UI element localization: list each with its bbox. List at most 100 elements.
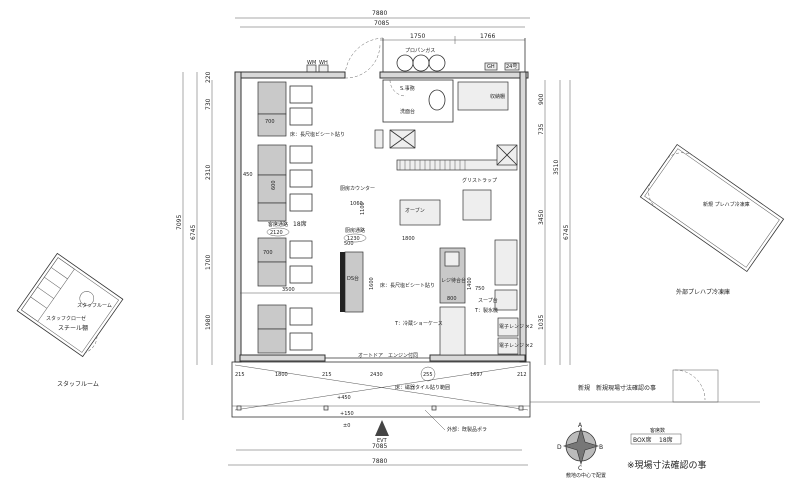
dim-register-1400: 1400 — [467, 277, 473, 290]
dim-booth-450: 450 — [243, 172, 253, 178]
register-label: レジ待合台 — [441, 277, 466, 284]
dim-right-total: 6745 — [563, 225, 570, 240]
dim-1100: 1100 — [360, 202, 366, 215]
compass-caption: 敷地の中心で配置 — [566, 472, 606, 479]
height-150: +150 — [340, 411, 354, 417]
dim-1060: 1060 — [350, 201, 363, 207]
utility-area: プロパンガス GH 24号 WM WH — [306, 37, 526, 76]
new-note: 新規 新規現場寸法確認の事 — [578, 384, 656, 392]
steel-shelf-label: スチール棚 — [58, 324, 88, 332]
kitchen-aisle-label: 厨房通路 — [345, 227, 365, 234]
dim-bottom-outer: 7880 — [372, 458, 387, 465]
dim-bottom-215a: 215 — [235, 372, 245, 378]
dim-bottom-215b: 215 — [322, 372, 332, 378]
seat-count-label: 18席 — [293, 220, 307, 228]
staff-room-label: スタッフルーム — [77, 302, 112, 309]
dim-bottom-2430: 2430 — [370, 372, 383, 378]
dim-top-outer: 7880 — [372, 10, 387, 17]
gh-label: GH — [487, 64, 495, 70]
grease-trap-label: グリストラップ — [462, 177, 497, 184]
dim-left-220: 220 — [205, 71, 212, 83]
register-area: レジ待合台 1400 800 T：冷蔵ショーケース 750 スープ台 T：製氷機… — [394, 247, 533, 356]
dim-right-900: 900 — [538, 93, 545, 105]
height-0: ±0 — [343, 423, 350, 429]
prefab-inner-label: 新規 プレハブ冷凍庫 — [703, 201, 750, 208]
dim-register-800: 800 — [447, 296, 457, 302]
dim-bottom-inner: 7085 — [372, 443, 387, 450]
entrance-label: EVT — [377, 438, 388, 444]
compass-star-icon — [562, 426, 600, 466]
exterior-label: 外部：既製品ポラ — [447, 426, 487, 433]
ds-counter: DS台 500 1600 床：長尺塩ビシート貼り 厨房通路 1230 — [340, 227, 435, 313]
dim-bottom-212: 212 — [517, 372, 527, 378]
dim-bottom-255: 255 — [423, 372, 433, 378]
boiler-label: 24号 — [506, 64, 517, 70]
seats-type: BOX席 — [633, 436, 651, 444]
compass-b: B — [599, 444, 603, 451]
dim-bottom-1800: 1800 — [275, 372, 288, 378]
left-dimensions: 7095 6745 220 730 2310 1700 1980 — [176, 71, 213, 420]
propane-tank — [428, 54, 446, 72]
hood-stripes — [399, 160, 466, 170]
propane-tank — [412, 54, 430, 72]
wh-label: WH — [319, 60, 328, 66]
staff-caption: スタッフルーム — [57, 380, 99, 388]
aisle-width: 2120 — [270, 230, 283, 236]
seats-count: 18席 — [659, 436, 673, 444]
dim-left-730: 730 — [205, 98, 212, 110]
counter-label: 厨房カウンター — [340, 185, 375, 192]
site-note: 新規 新規現場寸法確認の事 — [530, 369, 760, 403]
dim-left-outer: 7095 — [176, 215, 183, 230]
dim-ds-500: 500 — [344, 241, 354, 247]
floor-center-label: 床：長尺塩ビシート貼り — [380, 282, 435, 289]
compass-d: D — [557, 444, 562, 451]
dim-aisle-3500: 3500 — [282, 287, 295, 293]
dim-ds-1600: 1600 — [369, 277, 375, 290]
soup-label: スープ台 — [478, 297, 498, 304]
dim-right-1035: 1035 — [538, 315, 545, 330]
staff-room — [16, 252, 124, 358]
kitchen: S.事務 洗面台 収納棚 厨房カウンター グリストラップ オーブン 1100 1… — [340, 79, 518, 286]
engine-label: エンジン付同 — [388, 352, 418, 359]
compass-legend: A B C D 敷地の中心で配置 — [557, 422, 606, 479]
oven-label: オーブン — [405, 207, 425, 214]
microwave-label-2: 電子レンジ ×2 — [499, 342, 533, 349]
office-label: S.事務 — [400, 85, 415, 92]
kitchen-aisle-width: 1230 — [347, 236, 360, 242]
dim-booth-600: 600 — [271, 180, 277, 190]
dim-right-735: 735 — [538, 123, 545, 135]
compass-c: C — [578, 465, 582, 472]
dim-right-3510: 3510 — [553, 160, 560, 175]
site-check-note: ※現場寸法確認の事 — [627, 459, 707, 471]
aisle-label: 客席通路 — [268, 221, 288, 228]
propane-label: プロパンガス — [405, 47, 435, 54]
dim-750: 750 — [475, 286, 485, 292]
dim-1800: 1800 — [402, 236, 415, 242]
main-walls — [234, 43, 529, 363]
entrance-arrow-icon — [375, 420, 389, 436]
prefab-caption: 外部プレハブ冷凍庫 — [676, 288, 730, 296]
seat-count-legend: 客席数 BOX席 18席 ※現場寸法確認の事 — [627, 427, 707, 471]
compass-a: A — [578, 422, 583, 429]
dim-right-3450: 3450 — [538, 210, 545, 225]
seats-title: 客席数 — [650, 427, 665, 434]
ds-label: DS台 — [347, 275, 359, 282]
dim-top-left: 1750 — [410, 33, 425, 40]
top-dimensions: 7880 7085 1750 1766 — [235, 10, 530, 44]
dim-booth-700: 700 — [263, 250, 273, 256]
booth-seating: 700 600 450 700 3500 床：長尺塩ビシート貼り 客席通路 18… — [240, 81, 345, 354]
showcase-label: T：冷蔵ショーケース — [394, 320, 443, 327]
wm-label: WM — [307, 60, 316, 66]
auto-door-label: オートドア — [358, 353, 383, 359]
height-450: +450 — [337, 395, 351, 401]
propane-tank — [396, 54, 414, 72]
storage-label: 収納棚 — [490, 93, 505, 100]
terrace: オートドア エンジン付同 215 1800 215 2430 255 1697 … — [228, 352, 531, 466]
microwave-label: 電子レンジ ×2 — [499, 323, 533, 330]
staff-closet-label: スタッフクローゼ — [46, 315, 86, 322]
terrace-floor-label: 床：磁器タイル貼り範囲 — [395, 384, 450, 391]
floor-booth-label: 床：長尺塩ビシート貼り — [290, 131, 345, 138]
dim-left-1980: 1980 — [205, 315, 212, 330]
dim-bottom-1697: 1697 — [470, 372, 483, 378]
